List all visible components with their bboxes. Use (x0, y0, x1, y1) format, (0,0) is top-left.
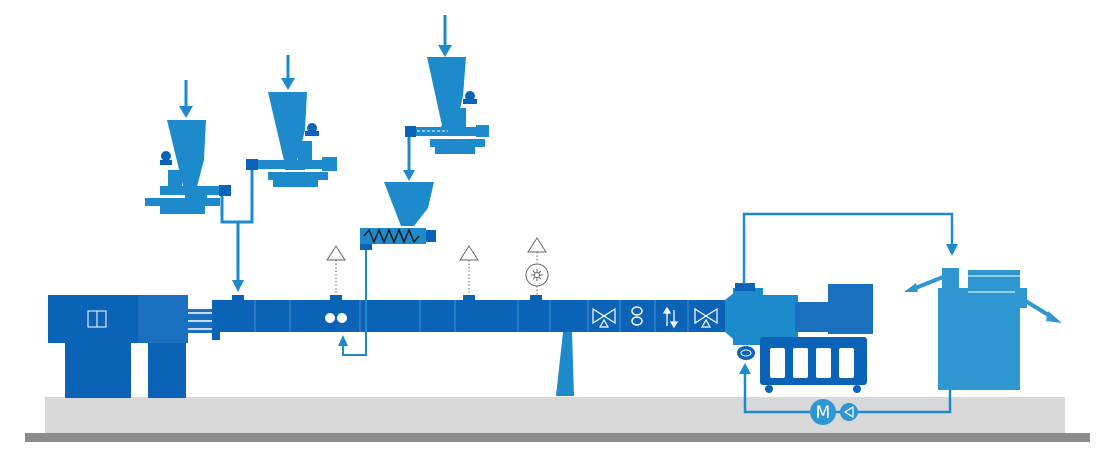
feeder-2-scale-base (268, 172, 328, 180)
vacuum-pump-icon (525, 237, 549, 295)
motor-icon: M (810, 399, 836, 425)
motor-label: M (816, 403, 831, 423)
vent-arrow-icon (459, 245, 479, 295)
feed-port-main (232, 295, 244, 301)
feeders-1-2-feed-line (220, 170, 254, 282)
feed-arrow-icon (403, 170, 415, 181)
gravimetric-feeder-1 (145, 80, 231, 214)
feed-arrow-icon (438, 45, 452, 57)
adapter-block (733, 288, 763, 345)
feeder-1-screw-tube (160, 186, 230, 195)
dual-arrow-icon (662, 306, 679, 329)
vent-port-2 (463, 295, 475, 301)
barrel-support-leg (556, 332, 574, 396)
feed-arrow-icon (946, 244, 958, 256)
barrel-segment-dividers (254, 300, 689, 332)
gravimetric-feeder-3 (405, 15, 489, 154)
drive-base-left (65, 343, 131, 398)
barrel-body (220, 300, 725, 332)
valve-icon (592, 307, 616, 328)
floor-platform (45, 397, 1065, 433)
gear-motor-housing (48, 295, 140, 343)
feed-arrow-icon (739, 363, 751, 374)
gravimetric-feeder-2 (246, 55, 337, 187)
pelletizer-inlet (942, 268, 959, 290)
melt-pump-assembly (725, 283, 873, 360)
feed-arrow-icon (281, 78, 295, 90)
feeder-2-screw-tube (246, 160, 334, 169)
adapter-top-port (735, 283, 755, 291)
melt-transfer-line (742, 212, 954, 284)
melt-pump-housing (763, 295, 798, 337)
feeder-1-hopper (167, 120, 206, 194)
vacuum-port (530, 295, 542, 301)
feed-arrow-icon (232, 280, 244, 292)
pelletizer-outlet-left (912, 275, 944, 291)
pelletizer-outlet-right (1022, 298, 1052, 318)
floor-rail (25, 433, 1090, 442)
vent-port-1 (330, 295, 342, 301)
drive-base-right (148, 343, 186, 398)
side-feeder-hopper (384, 182, 434, 226)
pelletizer-motor (968, 270, 1020, 390)
extruder-barrel (220, 300, 725, 396)
vent-arrow-icon (326, 245, 346, 295)
gearbox (138, 295, 188, 343)
pelletizer (904, 268, 1062, 390)
side-feeder (360, 182, 436, 250)
die-outlet (737, 346, 755, 360)
feed-arrow-icon (179, 106, 193, 118)
drive-unit (48, 295, 220, 398)
twin-screw-icon (325, 313, 347, 323)
feed-arrow-icon (338, 335, 348, 346)
melt-pump-motor (828, 284, 873, 334)
check-valve-icon (840, 403, 858, 421)
feeder-3-scale-base (430, 139, 485, 147)
mixer-icon (631, 306, 643, 326)
valve-icon (694, 307, 718, 328)
feeder-2-hopper (268, 92, 307, 165)
feeder-1-scale-base (145, 198, 220, 206)
temperature-control-unit (760, 337, 867, 393)
coupling-flange (212, 300, 220, 340)
side-feeder-feed-line (342, 250, 367, 356)
